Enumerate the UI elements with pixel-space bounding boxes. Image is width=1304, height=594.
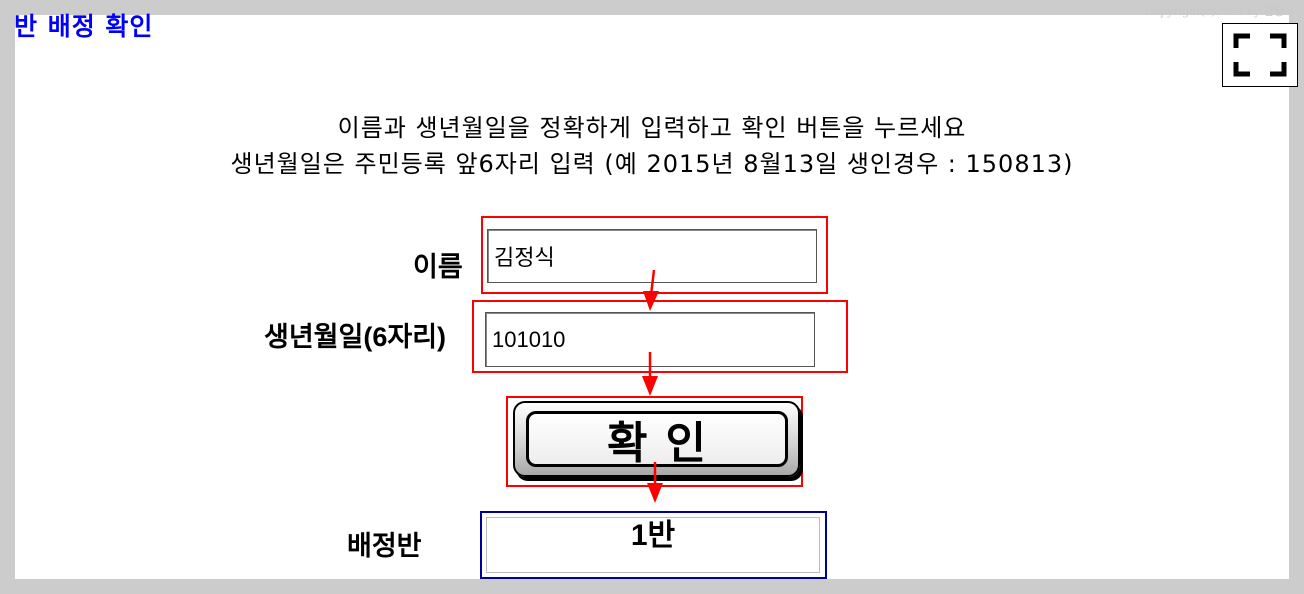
result-box xyxy=(480,511,827,579)
name-input[interactable] xyxy=(487,229,817,283)
name-label: 이름 xyxy=(413,252,463,282)
copyright-text: Copyright(c)2024 by 김정식 xyxy=(1145,5,1294,18)
birth-highlight-box xyxy=(472,300,848,373)
fullscreen-icon xyxy=(1233,33,1287,77)
instruction-line-1: 이름과 생년월일을 정확하게 입력하고 확인 버튼을 누르세요 xyxy=(337,114,967,142)
instruction-line-2: 생년월일은 주민등록 앞6자리 입력 (예 2015년 8월13일 생인경우 :… xyxy=(230,150,1074,178)
fullscreen-button[interactable] xyxy=(1222,23,1298,87)
birth-label: 생년월일(6자리) xyxy=(264,322,447,352)
main-panel xyxy=(15,15,1289,579)
birth-input[interactable] xyxy=(485,312,815,367)
result-value: 1반 xyxy=(486,517,820,573)
confirm-button-label: 확인 xyxy=(525,411,788,468)
result-label: 배정반 xyxy=(347,531,422,561)
instructions: 이름과 생년월일을 정확하게 입력하고 확인 버튼을 누르세요 생년월일은 주민… xyxy=(15,110,1289,182)
confirm-button[interactable]: 확인 xyxy=(513,401,800,477)
page-title: 반 배정 확인 xyxy=(14,12,154,41)
